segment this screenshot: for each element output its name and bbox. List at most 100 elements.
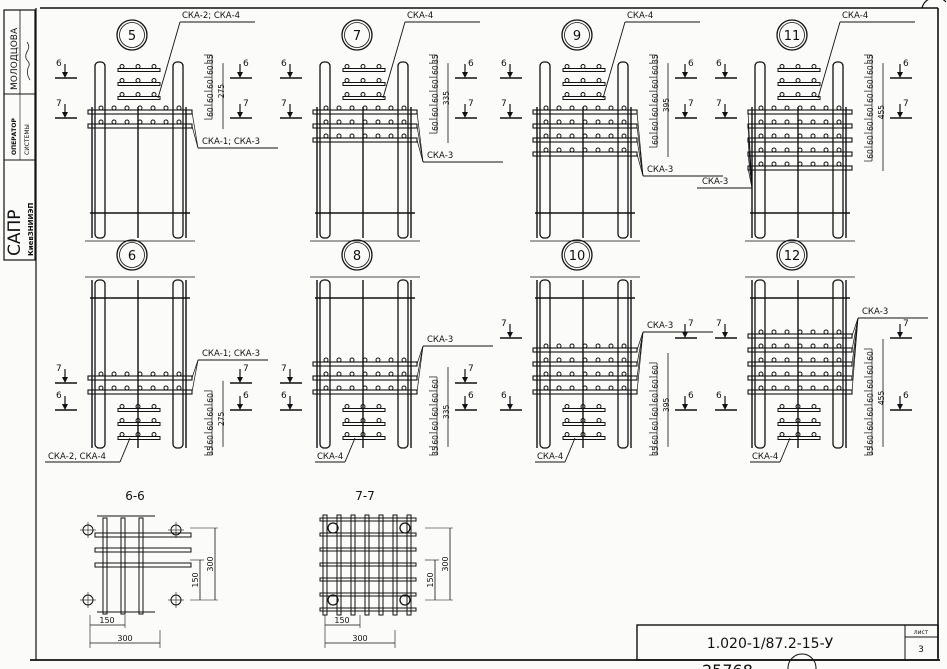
dim-value: 60 xyxy=(206,65,215,75)
section-arrowhead xyxy=(507,72,513,78)
mesh-bar-node xyxy=(836,329,842,335)
mesh-bar-node xyxy=(336,357,342,363)
column-bar-circle xyxy=(399,594,411,606)
dim-value: 60 xyxy=(206,79,215,89)
section-mark-label: 7 xyxy=(468,364,474,374)
mesh-bar-node xyxy=(771,105,777,111)
detail-number: 8 xyxy=(353,249,361,264)
callout-upper: СКА-4 xyxy=(627,11,653,21)
mesh-bar-node xyxy=(176,371,182,377)
callout-upper: СКА-2; СКА-4 xyxy=(182,11,240,21)
ladder-node xyxy=(360,418,366,423)
mesh-bar-node xyxy=(823,133,829,139)
ladder-node xyxy=(344,92,350,97)
ladder-node xyxy=(596,418,602,423)
section-arrowhead xyxy=(287,112,293,118)
dim-value: 60 xyxy=(651,379,660,389)
mesh-bar-node xyxy=(375,385,381,391)
section-arrowhead xyxy=(287,377,293,383)
mesh-bar-node xyxy=(595,119,601,125)
mesh-bar-node xyxy=(124,119,130,125)
callout-upper: СКА-4 xyxy=(407,11,433,21)
dim-value: 60 xyxy=(431,93,440,103)
leader-line xyxy=(851,317,859,393)
mesh-bar-node xyxy=(349,119,355,125)
section-mark-label: 7 xyxy=(688,319,694,329)
leader-line xyxy=(636,153,644,177)
leader-line xyxy=(382,21,406,99)
dim-inner: 150 xyxy=(191,572,200,587)
leader-line xyxy=(636,331,644,393)
mesh-bar xyxy=(87,375,193,381)
section-mark-label: 7 xyxy=(468,99,474,109)
mesh-bar-node xyxy=(771,161,777,167)
section-mark-label: 6 xyxy=(501,391,507,401)
section-mark-label: 6 xyxy=(501,59,507,69)
mesh-bar-node xyxy=(784,161,790,167)
leader-line xyxy=(191,359,199,393)
mesh-bar xyxy=(532,361,638,367)
mesh-bar-node xyxy=(401,371,407,377)
detail-number: 6 xyxy=(128,249,136,264)
leader-line xyxy=(747,167,753,189)
section-bar-vertical xyxy=(120,517,126,615)
ladder-node xyxy=(360,432,366,437)
dim-value: 60 xyxy=(651,93,660,103)
ladder-node xyxy=(344,78,350,83)
leader-line xyxy=(191,359,199,379)
dim-value: 60 xyxy=(651,365,660,375)
ladder-node xyxy=(376,78,382,83)
detail-number: 11 xyxy=(784,29,801,44)
mesh-bar-node xyxy=(810,105,816,111)
section-arrowhead xyxy=(507,404,513,410)
mesh-bar xyxy=(747,165,853,171)
leader-line xyxy=(191,125,199,149)
column-post xyxy=(539,61,551,239)
mesh-bar-node xyxy=(323,385,329,391)
ladder-node xyxy=(580,64,586,69)
section-arrowhead xyxy=(897,404,903,410)
mesh-bar-node xyxy=(569,385,575,391)
mesh-bar xyxy=(747,347,853,353)
callout-lower: СКА-1; СКА-3 xyxy=(202,137,260,147)
detail-number-circle xyxy=(561,239,593,271)
mesh-bar xyxy=(747,333,853,339)
mesh-bar-node xyxy=(388,357,394,363)
mesh-bar xyxy=(312,389,418,395)
section-bar-vertical xyxy=(392,514,398,616)
section-arrowhead xyxy=(682,112,688,118)
detail-number-circle xyxy=(116,239,148,271)
mesh-bar-node xyxy=(362,105,368,111)
mesh-bar xyxy=(747,389,853,395)
column-bar-circle xyxy=(399,522,411,534)
dim-value: 35 xyxy=(651,54,660,64)
mesh-bar-node xyxy=(349,385,355,391)
ladder-node xyxy=(119,78,125,83)
ladder-node xyxy=(779,92,785,97)
mesh-bar-node xyxy=(349,357,355,363)
detail-number: 12 xyxy=(784,249,801,264)
ladder-node xyxy=(135,404,141,409)
mesh-bar-node xyxy=(823,329,829,335)
dim-value: 60 xyxy=(206,393,215,403)
mesh-bar-node xyxy=(323,357,329,363)
mesh-bar-node xyxy=(176,105,182,111)
ladder-node xyxy=(811,92,817,97)
dim-total: 275 xyxy=(217,84,226,99)
mesh-bar-node xyxy=(336,119,342,125)
ladder-node xyxy=(580,78,586,83)
detail-number-circle-inner xyxy=(119,242,145,268)
drawing-code: 1.020-1/87.2-15-У xyxy=(707,636,834,652)
dim-value: 60 xyxy=(431,65,440,75)
dim-value: 60 xyxy=(651,407,660,417)
callout-lower: СКА-2, СКА-4 xyxy=(48,452,106,462)
mesh-bar-node xyxy=(349,371,355,377)
mesh-bar-node xyxy=(797,147,803,153)
mesh-bar-node xyxy=(784,343,790,349)
dim-value: 60 xyxy=(431,79,440,89)
